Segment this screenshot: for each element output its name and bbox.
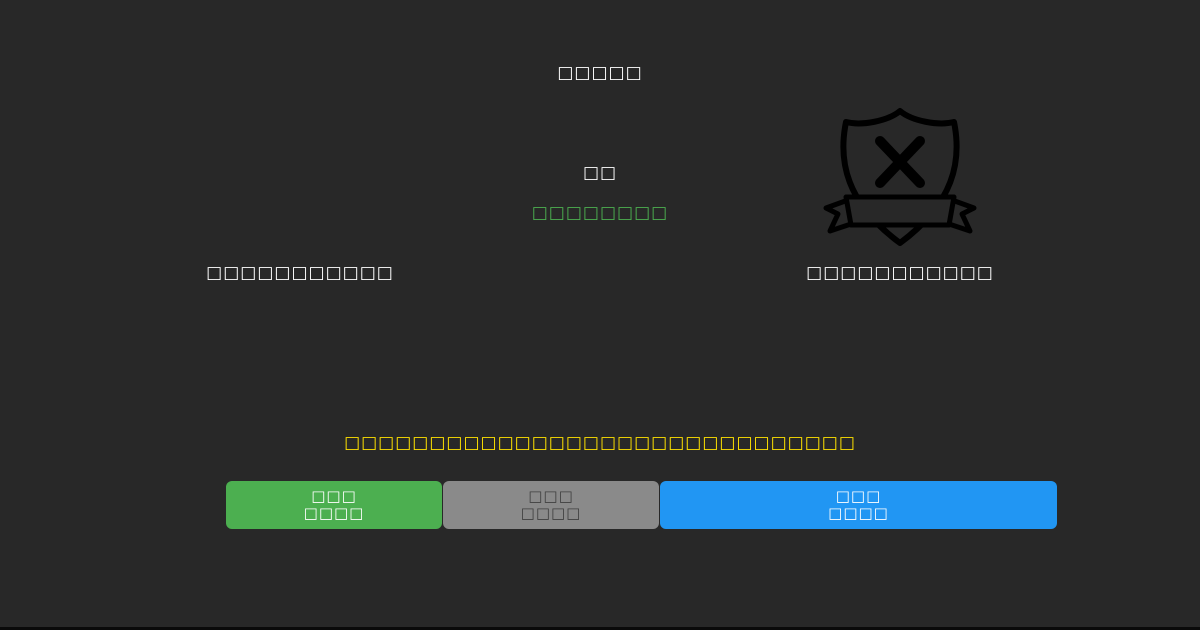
green-action-button-label-line1: □□□: [311, 487, 357, 505]
green-action-button-label-line2: □□□□: [303, 504, 365, 522]
status-text: □□□□□□□□: [531, 203, 669, 223]
green-action-button[interactable]: □□□ □□□□: [226, 481, 442, 529]
gray-action-button[interactable]: □□□ □□□□: [443, 481, 659, 529]
button-row: □□□ □□□□ □□□ □□□□ □□□ □□□□: [226, 481, 1057, 529]
blue-action-button-label-line1: □□□: [835, 487, 882, 505]
page-title: □□□□□: [557, 63, 643, 83]
result-heading: □□: [582, 163, 618, 183]
bottom-bar: [0, 627, 1200, 630]
blue-action-button-label-line2: □□□□: [828, 504, 889, 522]
right-caption: □□□□□□□□□□□: [806, 263, 994, 283]
blue-action-button[interactable]: □□□ □□□□: [660, 481, 1057, 529]
warning-text: □□□□□□□□□□□□□□□□□□□□□□□□□□□□□□: [344, 433, 856, 453]
gray-action-button-label-line1: □□□: [528, 487, 574, 505]
shield-x-icon: [820, 105, 980, 250]
gray-action-button-label-line2: □□□□: [520, 504, 582, 522]
left-caption: □□□□□□□□□□□: [206, 263, 394, 283]
